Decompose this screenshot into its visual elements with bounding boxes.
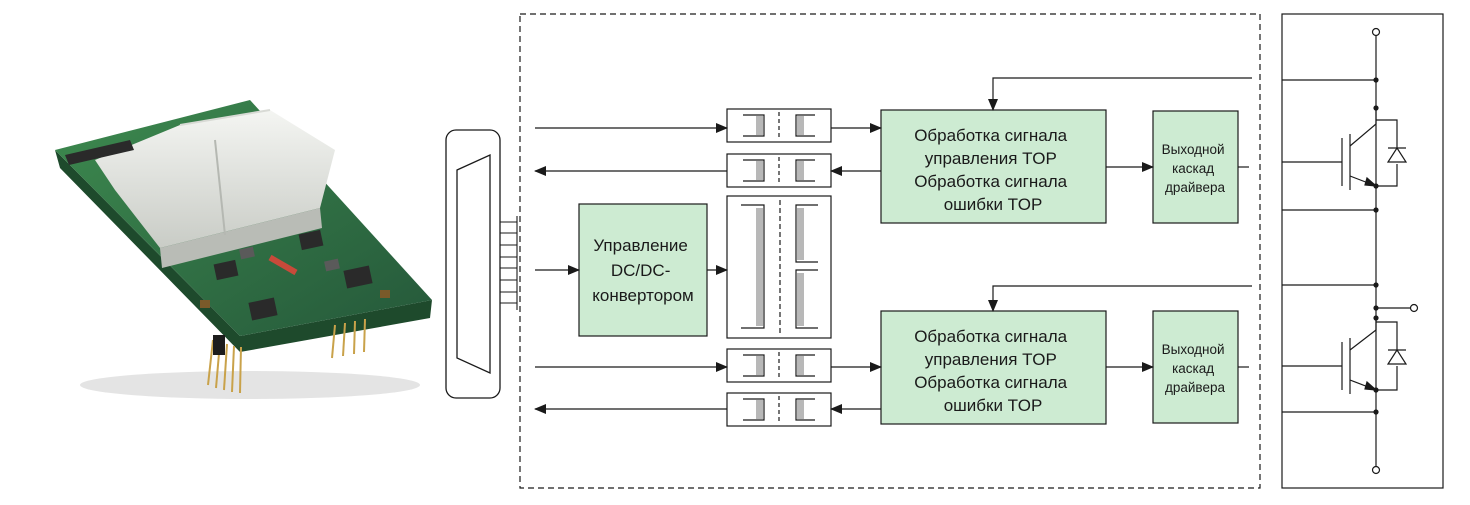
top-processing-line-3: Обработка сигнала: [914, 172, 1067, 191]
driver-boundary: [519, 13, 1261, 489]
bottom-processing-line-4: ошибки TOP: [944, 396, 1043, 415]
dcdc-label-line-2: DC/DC-: [611, 261, 671, 280]
svg-text:Управление DC/DC-: Управление DC/DC- конвертором: [592, 236, 694, 305]
bottom-output-line-2: каскад: [1172, 361, 1214, 376]
svg-text:Обработка сигнала управл: Обработка сигнала управления TOP Обработ…: [914, 327, 1072, 415]
top-output-line-2: каскад: [1172, 161, 1214, 176]
igbt-half-bridge: [1281, 13, 1444, 489]
arrow-top-feedback: [988, 77, 1252, 111]
isolator-top-in: [726, 108, 832, 143]
driver-board-photo: [55, 100, 432, 399]
arrow-bottom-feedback: [988, 285, 1252, 312]
isolator-bottom-out: [726, 392, 832, 427]
bottom-signal-processing-block: Обработка сигнала управления TOP Обработ…: [880, 310, 1107, 425]
svg-text:Выходной каскад др: Выходной каскад драйвера: [1162, 142, 1229, 195]
svg-text:Обработка сигнала управл: Обработка сигнала управления TOP Обработ…: [914, 126, 1072, 214]
upper-igbt: [1282, 108, 1408, 190]
top-output-stage-block: Выходной каскад драйвера: [1152, 110, 1239, 224]
isolator-bottom-in: [726, 348, 832, 383]
top-output-line-3: драйвера: [1165, 180, 1225, 195]
top-processing-line-1: Обработка сигнала: [914, 126, 1067, 145]
bottom-output-line-3: драйвера: [1165, 380, 1225, 395]
bottom-processing-line-3: Обработка сигнала: [914, 373, 1067, 392]
top-output-line-1: Выходной: [1162, 142, 1225, 157]
power-transformer: [726, 195, 832, 339]
dcdc-label-line-3: конвертором: [592, 286, 694, 305]
sub-d-connector: [445, 129, 518, 399]
lower-igbt: [1282, 318, 1408, 394]
dcdc-control-block: Управление DC/DC- конвертором: [578, 203, 708, 337]
bottom-processing-line-1: Обработка сигнала: [914, 327, 1067, 346]
bottom-processing-line-2: управления TOP: [925, 350, 1057, 369]
top-processing-line-4: ошибки TOP: [944, 195, 1043, 214]
top-signal-processing-block: Обработка сигнала управления TOP Обработ…: [880, 109, 1107, 224]
isolator-top-out: [726, 153, 832, 188]
bottom-output-line-1: Выходной: [1162, 342, 1225, 357]
dcdc-label-line-1: Управление: [593, 236, 688, 255]
svg-text:Выходной каскад др: Выходной каскад драйвера: [1162, 342, 1229, 395]
bottom-output-stage-block: Выходной каскад драйвера: [1152, 310, 1239, 424]
top-processing-line-2: управления TOP: [925, 149, 1057, 168]
